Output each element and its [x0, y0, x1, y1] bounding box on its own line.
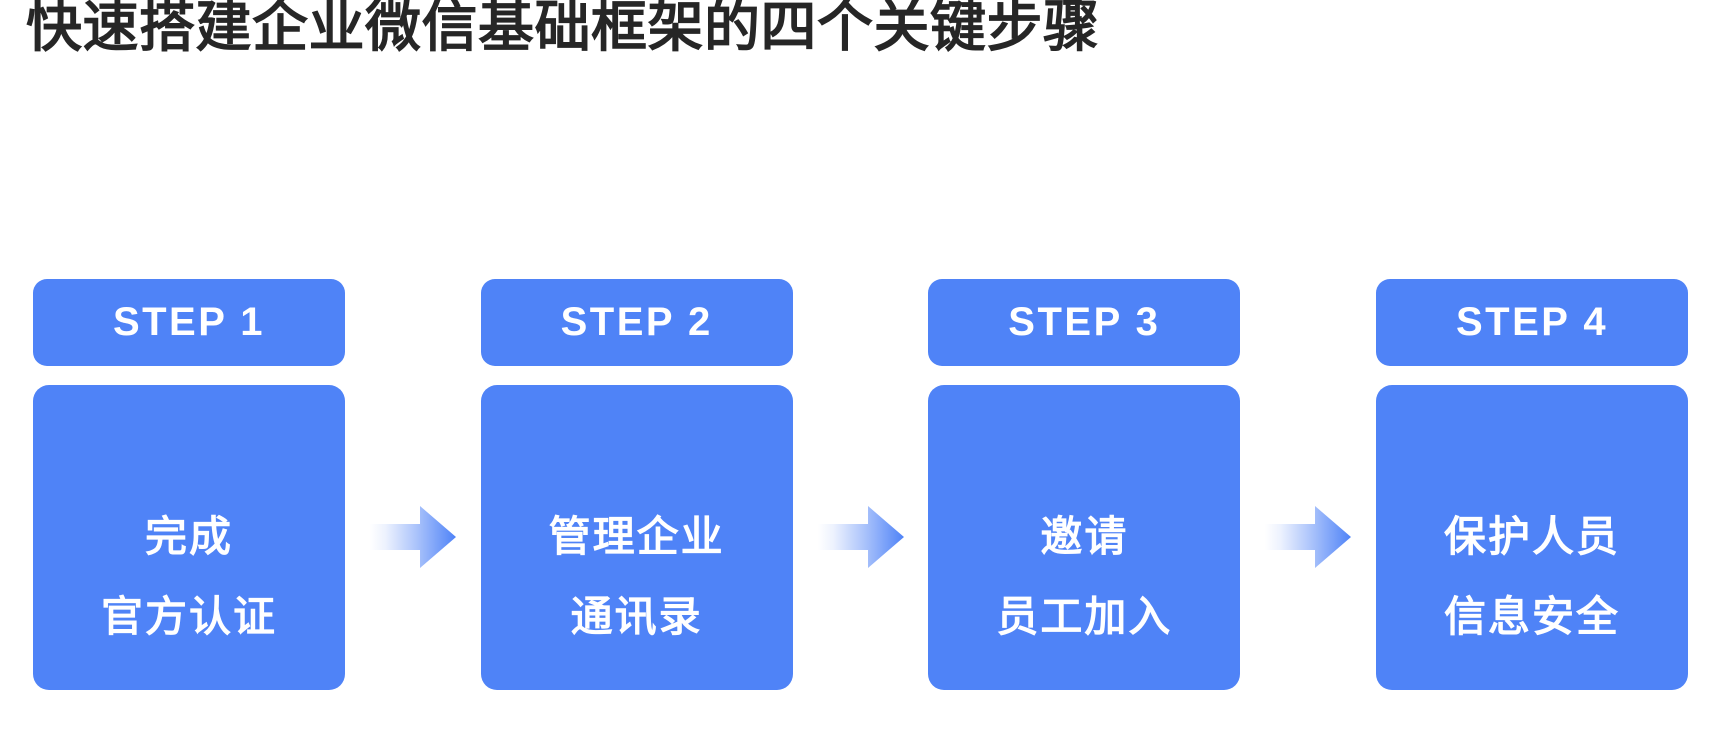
arrow-right-icon — [1265, 506, 1352, 568]
step-header-2: STEP 2 — [480, 279, 793, 366]
step-card-2: STEP 2 管理企业 通讯录 — [480, 279, 793, 690]
step-body-line-1-2: 官方认证 — [100, 592, 277, 640]
page-title: 快速搭建企业微信基础框架的四个关键步骤 — [26, 0, 1100, 58]
step-header-3: STEP 3 — [928, 279, 1241, 366]
step-body-3: 邀请 员工加入 — [928, 385, 1241, 690]
step-card-1: STEP 1 完成 官方认证 — [33, 279, 345, 690]
step-body-line-2-1: 管理企业 — [548, 512, 725, 560]
step-connector-2 — [793, 279, 929, 689]
step-header-4: STEP 4 — [1376, 279, 1689, 366]
step-body-line-3-1: 邀请 — [1040, 512, 1129, 560]
step-body-line-2-2: 通讯录 — [570, 592, 703, 640]
step-body-line-4-2: 信息安全 — [1444, 592, 1621, 640]
step-body-line-4-1: 保护人员 — [1444, 512, 1621, 560]
step-body-line-3-2: 员工加入 — [996, 592, 1173, 640]
step-flow-diagram: STEP 1 完成 官方认证 STEP 2 管理企业 通讯录 — [33, 279, 1689, 690]
step-body-4: 保护人员 信息安全 — [1376, 385, 1689, 690]
step-connector-3 — [1240, 279, 1376, 689]
step-body-1: 完成 官方认证 — [33, 385, 345, 690]
step-body-line-1-1: 完成 — [144, 512, 233, 560]
step-connector-1 — [345, 279, 481, 689]
step-body-2: 管理企业 通讯录 — [480, 385, 793, 690]
step-card-3: STEP 3 邀请 员工加入 — [928, 279, 1241, 690]
step-header-1: STEP 1 — [33, 279, 345, 366]
step-card-4: STEP 4 保护人员 信息安全 — [1376, 279, 1689, 690]
arrow-right-icon — [369, 506, 456, 568]
arrow-right-icon — [817, 506, 904, 568]
